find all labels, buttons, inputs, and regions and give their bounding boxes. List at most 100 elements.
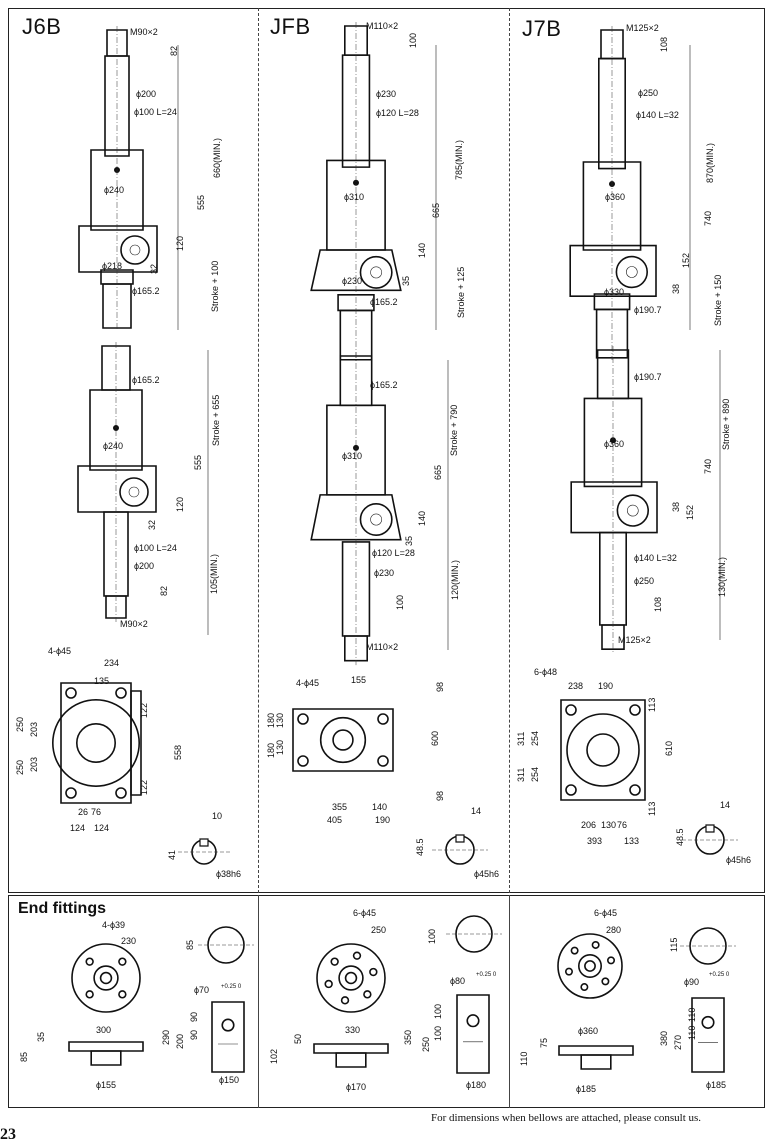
dim-w2: 135 [94, 676, 110, 686]
dim-a: 122 [139, 702, 149, 718]
dim-offset: 35 [404, 535, 414, 546]
dim-total: 558 [173, 744, 183, 760]
dim-key-h: 48.5 [675, 828, 685, 846]
dim-collar: ϕ200 [134, 561, 155, 571]
keyway [200, 839, 208, 846]
dim-l4: 254 [530, 766, 540, 782]
flange-bolt-hole [571, 947, 577, 953]
flange-boss-side [91, 1051, 121, 1065]
worm-shaft [371, 267, 382, 278]
worm-shaft [626, 267, 637, 278]
model-title-j7b: J7B [522, 16, 562, 41]
dim-offset: 38 [671, 283, 681, 294]
dim-stroke: Stroke + 150 [713, 274, 723, 326]
dim-stroke: Stroke + 655 [211, 394, 221, 446]
clevis-pin-hole [702, 1017, 714, 1029]
flange-bolt-hole [364, 991, 371, 998]
ef-plate-h: 85 [19, 1051, 29, 1062]
dim-bottom-len: 100 [395, 594, 405, 610]
mount-hole [116, 688, 126, 698]
dim-tube: ϕ165.2 [132, 375, 160, 385]
dim-offset: 32 [147, 519, 157, 530]
flange-bolt-hole [592, 942, 598, 948]
dim-a: 98 [435, 681, 445, 692]
ef-pcd: 280 [606, 925, 622, 935]
ef-clevis-tol: +0.25 0 [709, 972, 730, 978]
dim-tube: ϕ165.2 [370, 380, 398, 390]
dim-l2: 203 [29, 721, 39, 737]
ef-c1: 350 [403, 1029, 413, 1045]
dim-w1: 234 [104, 658, 120, 668]
ef-c2: 270 [673, 1034, 683, 1050]
dim-b: 98 [435, 790, 445, 801]
dim-min-len: 660(MIN.) [212, 137, 222, 178]
dim-p2: 130 [601, 820, 617, 830]
dim-stroke: Stroke + 790 [449, 404, 459, 456]
mount-hole [630, 705, 640, 715]
ef-plate-w: 300 [96, 1025, 112, 1035]
dim-height-2: 152 [685, 504, 695, 520]
dim-l3: 130 [275, 739, 285, 755]
dim-thread: M90×2 [120, 619, 148, 629]
ef-holes: 6-ϕ45 [594, 908, 618, 918]
dim-tube: ϕ165.2 [132, 286, 160, 296]
ef-c4: 110 [687, 1025, 697, 1040]
dim-key: ϕ140 L=32 [634, 553, 677, 563]
dim-holes: 4-ϕ45 [296, 678, 320, 688]
dim-l2: 254 [530, 730, 540, 746]
dim-min-len: 870(MIN.) [705, 142, 715, 183]
ef-plate-t: 50 [293, 1033, 303, 1044]
clevis-body [692, 998, 724, 1072]
ef-rod: 115 [669, 937, 679, 952]
dim-p4: 124 [94, 823, 110, 833]
ef-plate-h: 102 [269, 1048, 279, 1064]
dim-thread: M125×2 [626, 23, 659, 33]
worm-shaft [371, 514, 382, 525]
dim-height: 740 [703, 458, 713, 474]
dim-gear-d: ϕ330 [604, 287, 625, 297]
dim-body-d: ϕ310 [342, 451, 363, 461]
ef-c4: 100 [433, 1025, 443, 1041]
dim-body-d: ϕ240 [103, 441, 124, 451]
flange-side [314, 1044, 388, 1053]
dim-min-len: 120(MIN.) [450, 559, 460, 600]
flange-boss [579, 955, 601, 977]
dim-w1: 238 [568, 681, 584, 691]
ef-c3: 100 [433, 1003, 443, 1019]
dim-total: 600 [430, 730, 440, 746]
dim-l4: 180 [266, 742, 276, 758]
plan-bore-outer [567, 714, 639, 786]
flange-bolt-hole [86, 991, 93, 998]
clevis-body [212, 1002, 244, 1072]
base-plate [61, 683, 131, 803]
dim-height-2: 140 [417, 242, 427, 258]
dim-stroke: Stroke + 890 [721, 398, 731, 450]
model-title-jfb: JFB [270, 14, 311, 39]
base-plate [561, 700, 645, 800]
ef-clevis-d: ϕ80 [450, 976, 466, 986]
ef-c1: 290 [161, 1029, 171, 1045]
main-frame [8, 8, 765, 893]
dim-bottom-len: 108 [653, 596, 663, 612]
dim-key-d: ϕ45h6 [726, 855, 752, 865]
dim-key: ϕ120 L=28 [372, 548, 415, 558]
dim-height-2: 152 [681, 252, 691, 268]
dim-p1: 206 [581, 820, 597, 830]
flange-bolt-hole [325, 981, 332, 988]
mount-hole [66, 688, 76, 698]
dim-w2: 190 [598, 681, 614, 691]
dim-bottom-len: 82 [159, 585, 169, 596]
flange-bore [585, 961, 595, 971]
ef-holes: 6-ϕ45 [353, 908, 377, 918]
dim-height: 665 [433, 464, 443, 480]
worm-gear [120, 478, 148, 506]
dim-collar: ϕ230 [374, 568, 395, 578]
worm-housing [131, 691, 141, 795]
column-divider-2 [509, 8, 510, 893]
end-fittings-frame [8, 895, 765, 1108]
plan-bore [333, 730, 353, 750]
ef-c2: 250 [421, 1036, 431, 1052]
dim-p1: 26 [78, 807, 89, 817]
ef-divider-1 [258, 895, 259, 1108]
dim-key: ϕ100 L=24 [134, 543, 177, 553]
